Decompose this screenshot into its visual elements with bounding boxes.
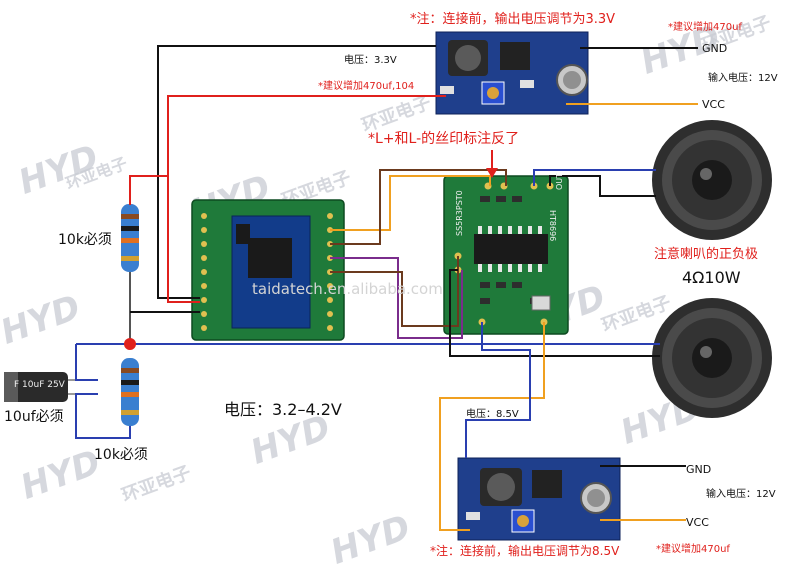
amp-side-label: SS5R3PST0 <box>455 190 464 236</box>
wire-red-resistor <box>129 175 168 205</box>
wire-signal-brown <box>330 169 507 245</box>
speaker-top <box>652 120 772 240</box>
wire-gnd-top <box>157 45 436 299</box>
junction-node <box>124 338 136 350</box>
speaker-spec: 4Ω10W <box>682 268 741 287</box>
wire-vcc-top <box>167 95 446 303</box>
capacitor-label: 10uf必须 <box>4 409 64 425</box>
resistor-top <box>121 180 139 272</box>
resistor-top-label: 10k必须 <box>58 232 112 248</box>
supply-voltage: 电压：3.2–4.2V <box>224 400 342 419</box>
capacitor-marking: F 10uF 25V <box>14 380 65 390</box>
amp-chip-label: HT8696 <box>548 210 557 242</box>
bottom-gnd-label: GND <box>686 463 712 476</box>
top-vcc-label: VCC <box>702 98 725 111</box>
wire-signal-brown2 <box>330 256 459 327</box>
wire-speaker-top-b <box>549 175 656 197</box>
top-cap-suggestion-left: *建议增加470uf,104 <box>318 81 415 92</box>
wire-signal-purple <box>330 257 463 339</box>
top-buck-converter <box>432 28 592 116</box>
bottom-vcc-label: VCC <box>686 516 709 529</box>
bluetooth-module <box>191 199 345 341</box>
center-watermark: taidatech.en.alibaba.com <box>252 280 443 298</box>
bottom-converter-voltage: 电压：8.5V <box>466 409 519 420</box>
wire-blue-cap-bottom <box>75 393 131 439</box>
top-gnd-label: GND <box>702 42 728 55</box>
top-input-voltage: 输入电压：12V <box>708 73 778 84</box>
top-cap-suggestion-right: *建议增加470uf <box>668 22 742 33</box>
resistor-bottom-label: 10k必须 <box>94 447 148 463</box>
amplifier-board <box>443 175 569 335</box>
polarity-arrowhead <box>486 168 498 178</box>
bottom-input-voltage: 输入电压：12V <box>706 489 776 500</box>
amp-out-label: OUT <box>555 172 564 190</box>
wire-blue-cap-top <box>75 344 98 381</box>
wire-signal-orange <box>330 175 491 231</box>
top-converter-note: *注：连接前，输出电压调节为3.3V <box>410 12 616 27</box>
bottom-buck-converter <box>455 454 623 542</box>
polarity-note: *L+和L-的丝印标注反了 <box>368 131 520 147</box>
resistor-bottom <box>121 358 139 426</box>
wire-amp-power-orange <box>439 322 545 531</box>
wire-speaker-top-a <box>533 169 656 186</box>
bottom-cap-suggestion: *建议增加470uf <box>656 544 730 555</box>
speaker-note: 注意喇叭的正负极 <box>654 247 759 262</box>
top-converter-voltage: 电压：3.3V <box>344 55 397 66</box>
speaker-bottom <box>652 298 772 418</box>
bottom-converter-note: *注：连接前，输出电压调节为8.5V <box>430 544 620 558</box>
wire-speaker-bottom-a <box>449 269 660 357</box>
wire-amp-power-blue <box>465 322 531 458</box>
